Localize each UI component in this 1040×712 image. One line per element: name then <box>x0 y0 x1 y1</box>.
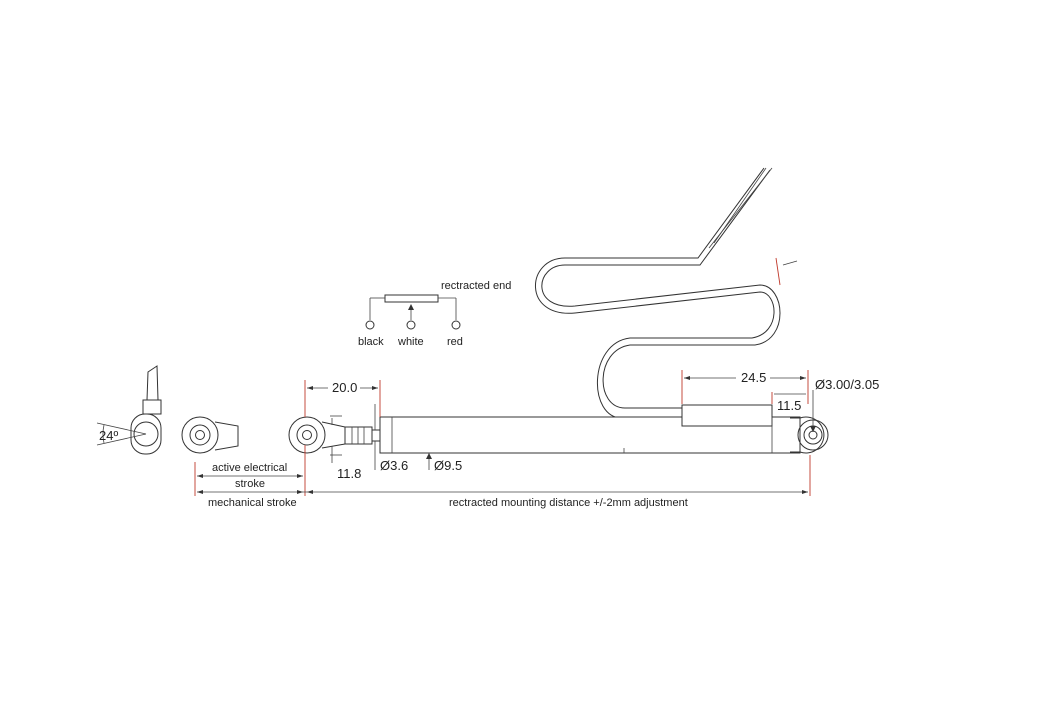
cable <box>535 167 798 419</box>
terminal-label-white: white <box>397 336 424 348</box>
left-eye-hole <box>302 430 312 440</box>
wiring-title: rectracted end <box>441 280 511 292</box>
dimension-annotations: 20.0 11.8 Ø3.6 Ø9.5 24.5 11.5 Ø3.00/3.05 <box>194 370 879 509</box>
cable-housing <box>681 404 773 427</box>
shaft <box>371 429 381 442</box>
terminal-label-black: black <box>358 336 384 348</box>
terminal-white <box>406 320 416 330</box>
right-eye-hole <box>808 430 818 440</box>
dim-shaft-dia: Ø3.6 <box>380 458 408 473</box>
dim-eye-to-shaft: 20.0 <box>332 380 357 395</box>
active-stroke-label: active electrical <box>212 462 287 474</box>
terminal-red <box>451 320 461 330</box>
mount-distance-label: rectracted mounting distance +/-2mm adju… <box>449 497 688 509</box>
end-view: 24º <box>96 365 162 455</box>
dim-hole-dia: Ø3.00/3.05 <box>815 377 879 392</box>
active-stroke-label-2: stroke <box>235 478 265 490</box>
rod-end-hex <box>344 426 373 445</box>
left-eye-outer <box>288 416 326 454</box>
mech-stroke-label: mechanical stroke <box>208 497 297 509</box>
terminal-black <box>365 320 375 330</box>
dim-housing-len: 24.5 <box>741 370 766 385</box>
wiring-schematic: rectracted end black white red <box>358 280 511 348</box>
terminal-label-red: red <box>447 336 463 348</box>
dim-eye-thickness: 11.8 <box>337 466 361 481</box>
actuator-body <box>288 404 829 454</box>
dim-body-dia: Ø9.5 <box>434 458 462 473</box>
dim-end-offset: 11.5 <box>777 398 801 413</box>
stroke-position-view <box>181 416 239 454</box>
resistor-symbol <box>384 294 439 303</box>
angle-label: 24º <box>99 428 118 443</box>
